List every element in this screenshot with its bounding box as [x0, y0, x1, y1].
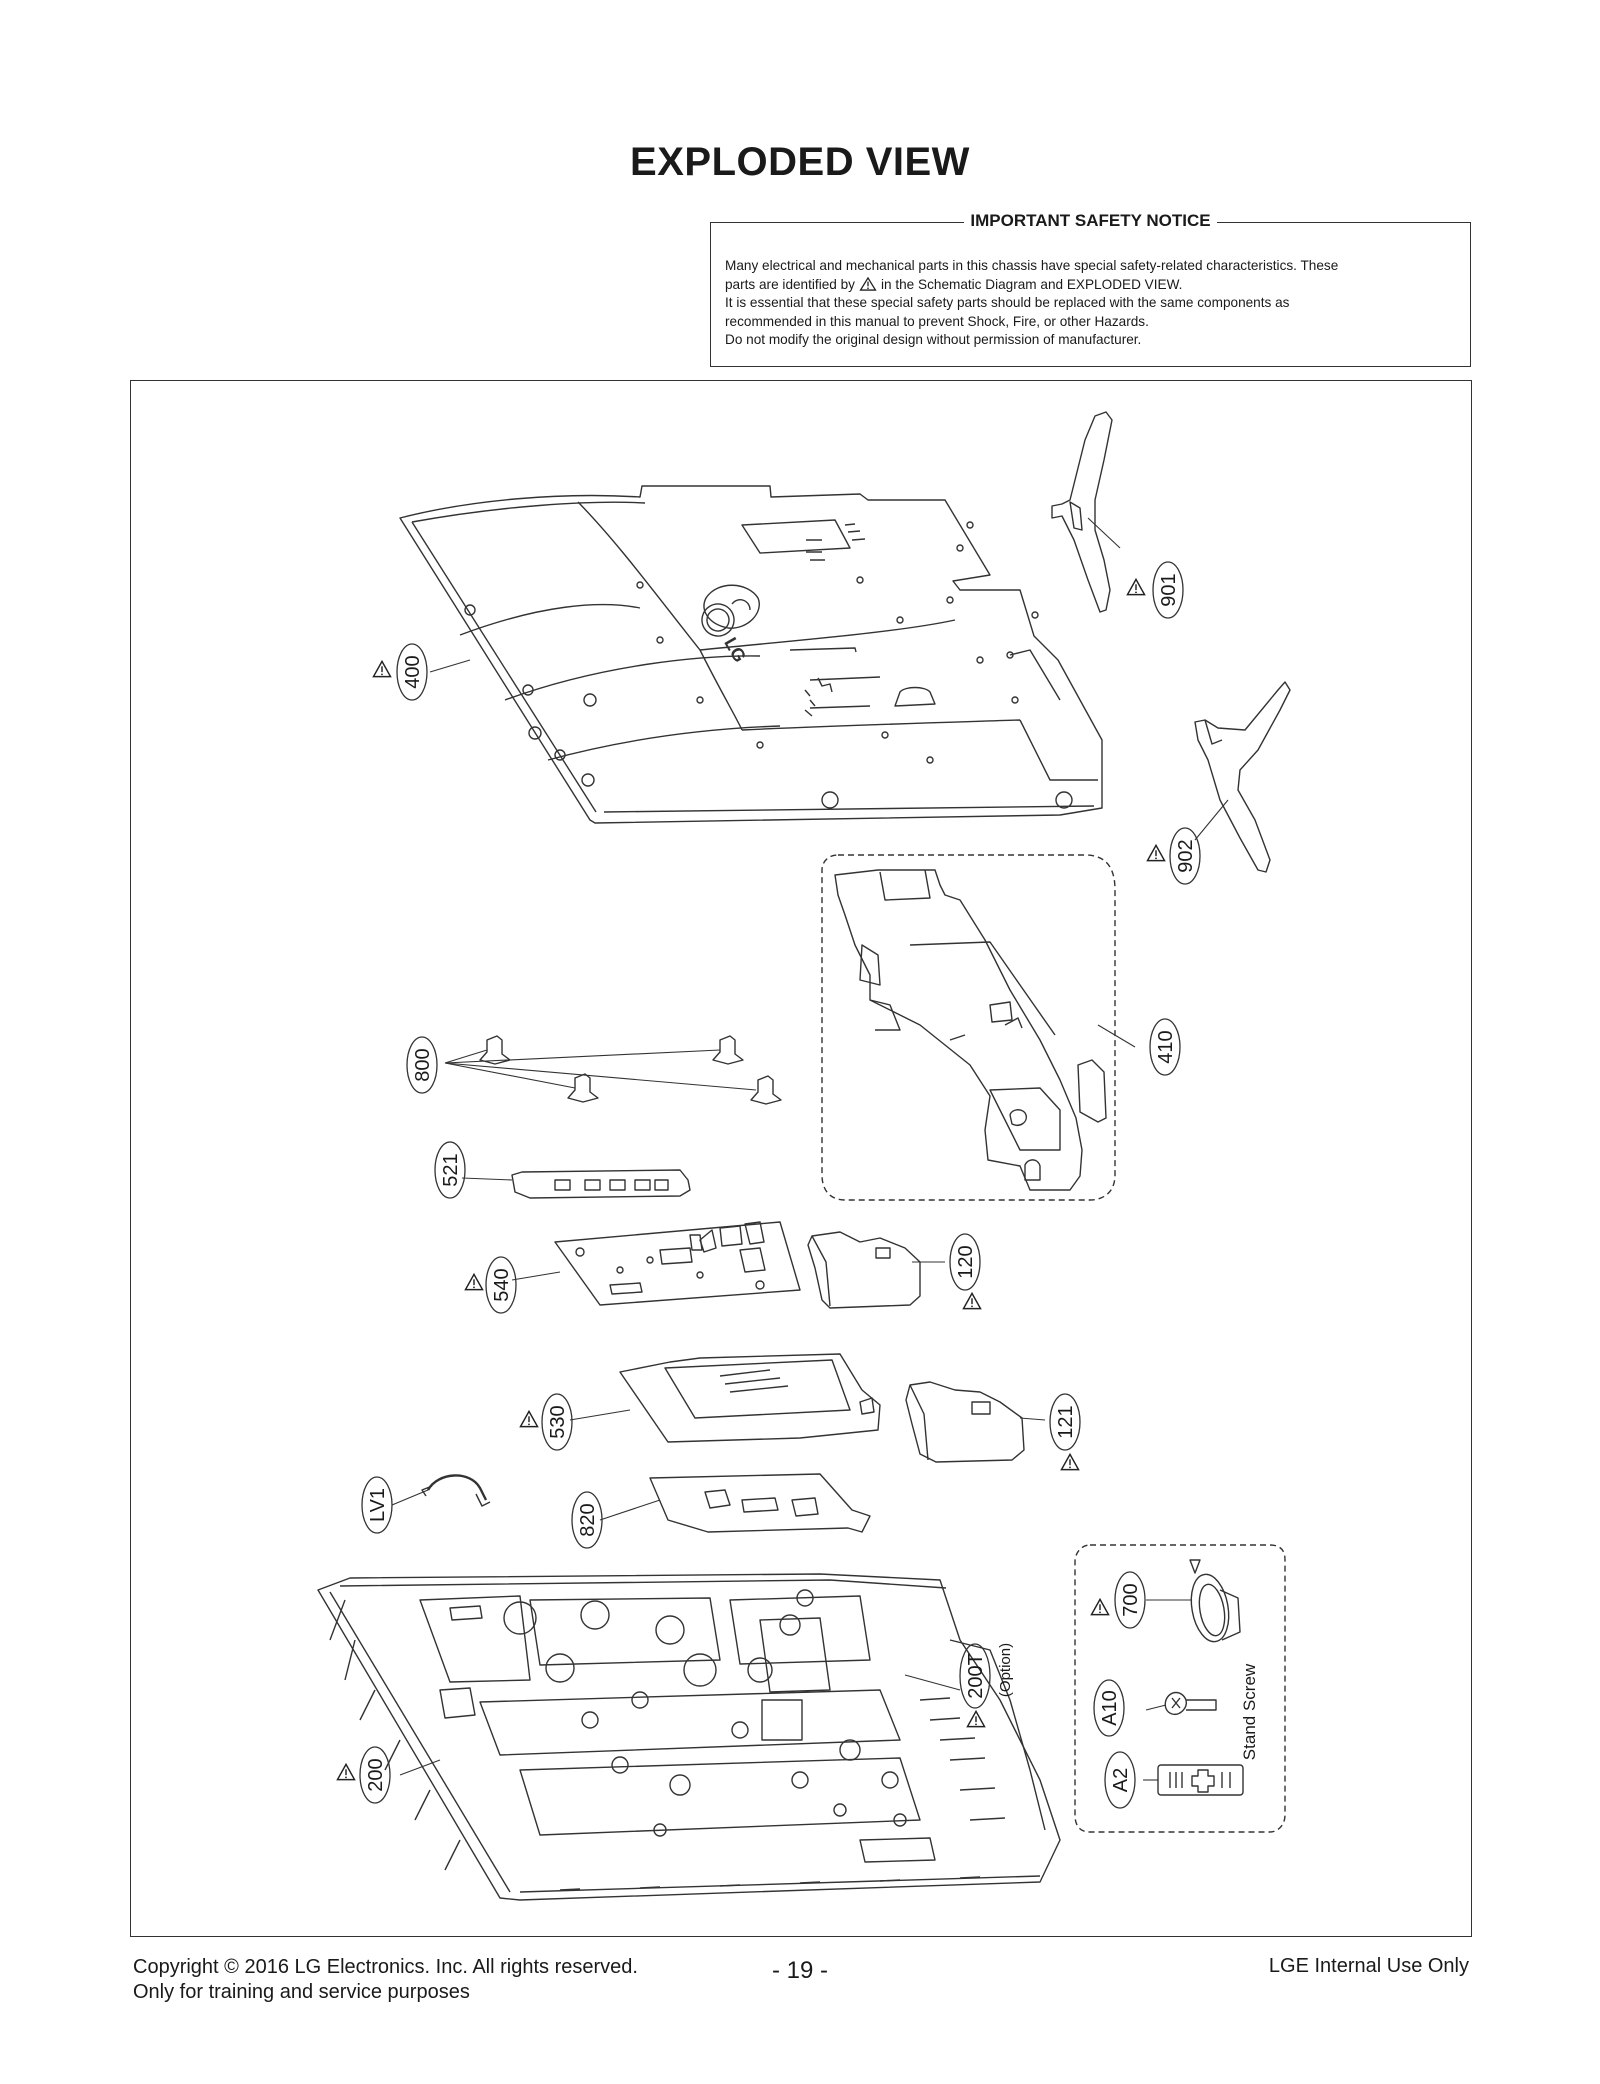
- warning-triangle-icon: [464, 1273, 484, 1291]
- warning-triangle-icon: [1126, 578, 1146, 596]
- leader-lines: [391, 517, 1229, 1781]
- part-number-a10: A10: [1099, 1690, 1121, 1726]
- diagram-frame: [130, 380, 1472, 1937]
- part-number-820: 820: [577, 1503, 599, 1536]
- shield-sheet-820: [649, 1473, 871, 1533]
- part-number-lv1: LV1: [367, 1488, 389, 1522]
- warning-triangle-icon: [519, 1410, 539, 1428]
- part-label-ovals: [359, 561, 1201, 1809]
- stand-screw-a10: [1164, 1691, 1217, 1715]
- part-number-901: 901: [1158, 573, 1180, 606]
- internal-use-notice: LGE Internal Use Only: [1268, 1955, 1469, 1977]
- speaker-121: [905, 1381, 1025, 1463]
- part-number-400: 400: [402, 655, 424, 688]
- safety-notice-body: Many electrical and mechanical parts in …: [725, 257, 1456, 350]
- part-521: [511, 1169, 691, 1199]
- back-cover-400: [399, 485, 1103, 824]
- safety-notice-line-4: recommended in this manual to prevent Sh…: [725, 313, 1149, 329]
- warning-triangle-icon: [1146, 844, 1166, 862]
- page-title: EXPLODED VIEW: [630, 140, 970, 184]
- warning-triangle-icon: [372, 660, 392, 678]
- part-number-200t: 200T: [965, 1653, 987, 1699]
- cable-lv1: [421, 1474, 491, 1507]
- stand-part-902: [1194, 681, 1291, 873]
- safety-notice-box: IMPORTANT SAFETY NOTICE Many electrical …: [710, 211, 1471, 367]
- main-board-540: [554, 1221, 801, 1306]
- stand-part-901: [1051, 411, 1113, 613]
- safety-notice-line-3: It is essential that these special safet…: [725, 295, 1290, 310]
- part-number-540: 540: [491, 1268, 513, 1301]
- bracket-group-410: [821, 854, 1116, 1201]
- part-number-902: 902: [1175, 839, 1197, 872]
- accessory-group: [1074, 1544, 1286, 1833]
- remote-control-700: [1189, 1559, 1241, 1643]
- safety-notice-line-5: Do not modify the original design withou…: [725, 332, 1142, 347]
- copyright-text: Copyright © 2016 LG Electronics. Inc. Al…: [133, 1956, 638, 1978]
- part-number-a2: A2: [1110, 1768, 1132, 1792]
- stand-screw-label: Stand Screw: [1240, 1663, 1259, 1760]
- footer-copyright: Copyright © 2016 LG Electronics. Inc. Al…: [133, 1955, 638, 2005]
- warning-triangle-icon: [859, 276, 877, 291]
- warning-triangle-icon: [1060, 1453, 1080, 1471]
- speaker-120: [807, 1231, 921, 1309]
- safety-notice-line-1: Many electrical and mechanical parts in …: [725, 258, 1339, 273]
- warning-triangle-icon: [962, 1292, 982, 1310]
- power-board-530: [619, 1353, 881, 1443]
- safety-notice-heading: IMPORTANT SAFETY NOTICE: [964, 211, 1217, 230]
- part-number-410: 410: [1155, 1030, 1177, 1063]
- warning-triangle-icon: [966, 1710, 986, 1728]
- part-number-121: 121: [1055, 1405, 1077, 1438]
- part-number-521: 521: [440, 1153, 462, 1186]
- lg-logo-text: LG: [720, 634, 750, 666]
- part-number-120: 120: [955, 1245, 977, 1278]
- part-number-800: 800: [412, 1048, 434, 1081]
- warning-triangle-icon: [336, 1763, 356, 1781]
- clips-800-leaders: [444, 1049, 757, 1091]
- page-number: - 19 -: [771, 1957, 828, 1984]
- part-number-200t-option: (Option): [997, 1643, 1014, 1697]
- part-number-700: 700: [1120, 1583, 1142, 1616]
- panel-200: [317, 1573, 1061, 1901]
- part-number-200: 200: [365, 1758, 387, 1791]
- training-text: Only for training and service purposes: [133, 1981, 470, 2003]
- part-number-530: 530: [547, 1405, 569, 1438]
- part-number-labels: 400 901 902 410 800 521 540 120 530 121 …: [365, 573, 1259, 1792]
- manual-a2: [1157, 1764, 1244, 1796]
- warning-triangle-icon: [1090, 1598, 1110, 1616]
